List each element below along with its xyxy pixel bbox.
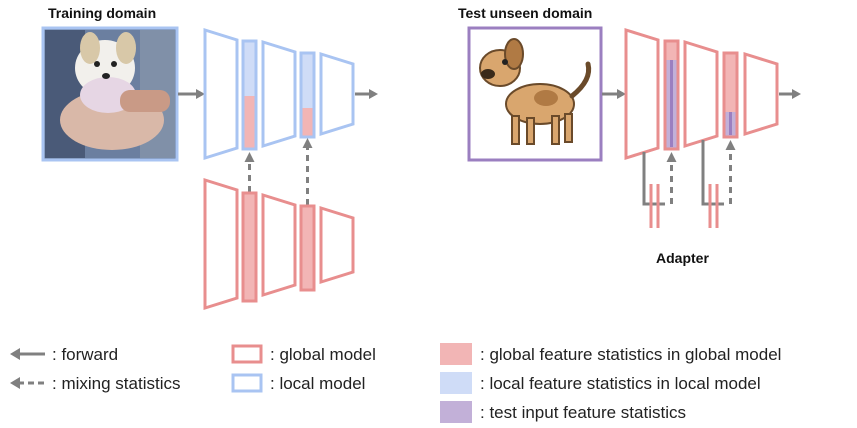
test-global-layer-1 xyxy=(624,27,660,161)
local-model xyxy=(203,27,355,161)
mixing-statistics-arrow-2 xyxy=(302,138,313,205)
global-layer-2 xyxy=(261,192,297,298)
forward-arrow-training-input xyxy=(178,89,205,99)
legend-global-model-icon xyxy=(231,344,263,364)
local-layer-2 xyxy=(261,39,297,149)
legend-forward-label: : forward xyxy=(52,345,118,364)
legend-test-stats-icon xyxy=(440,401,472,423)
legend-test-stats-label: : test input feature statistics xyxy=(480,403,686,422)
test-global-layer-2 xyxy=(683,39,719,149)
global-stats-bar-1 xyxy=(241,191,258,303)
legend-global-model-label: : global model xyxy=(270,345,376,364)
adapter-label: Adapter xyxy=(656,250,709,266)
global-model-test xyxy=(624,27,779,161)
legend-mixing-arrow-icon xyxy=(10,377,45,389)
legend-local-stats-label: : local feature statistics in local mode… xyxy=(480,374,761,393)
training-domain-image xyxy=(41,26,179,162)
forward-arrow-test-input xyxy=(602,89,626,99)
mixed-global-stats-fill-1 xyxy=(244,96,255,148)
legend-local-stats-icon xyxy=(440,372,472,394)
adapter-2 xyxy=(701,140,736,228)
global-model-training xyxy=(203,177,355,311)
mixed-global-stats-fill-2 xyxy=(302,108,313,136)
test-global-layer-3 xyxy=(743,51,779,137)
local-layer-1 xyxy=(203,27,239,161)
legend-local-model-icon xyxy=(231,373,263,393)
legend-global-stats-label: : global feature statistics in global mo… xyxy=(480,345,781,364)
forward-arrow-test-output xyxy=(779,89,801,99)
legend: : forward : mixing statistics : global m… xyxy=(10,343,781,423)
test-domain-image xyxy=(467,26,603,162)
legend-global-stats-icon xyxy=(440,343,472,365)
global-layer-3 xyxy=(319,205,355,285)
global-stats-bar-2 xyxy=(299,204,316,292)
local-layer-3 xyxy=(319,51,355,137)
forward-arrow-training-output xyxy=(355,89,378,99)
adapter-1 xyxy=(642,152,677,228)
legend-local-model-label: : local model xyxy=(270,374,365,393)
test-domain-title: Test unseen domain xyxy=(458,5,592,21)
training-domain-title: Training domain xyxy=(48,5,156,21)
global-layer-1 xyxy=(203,177,239,311)
legend-forward-arrow-icon xyxy=(10,348,45,360)
legend-mixing-label: : mixing statistics xyxy=(52,374,180,393)
mixing-statistics-arrow-1 xyxy=(244,152,255,192)
